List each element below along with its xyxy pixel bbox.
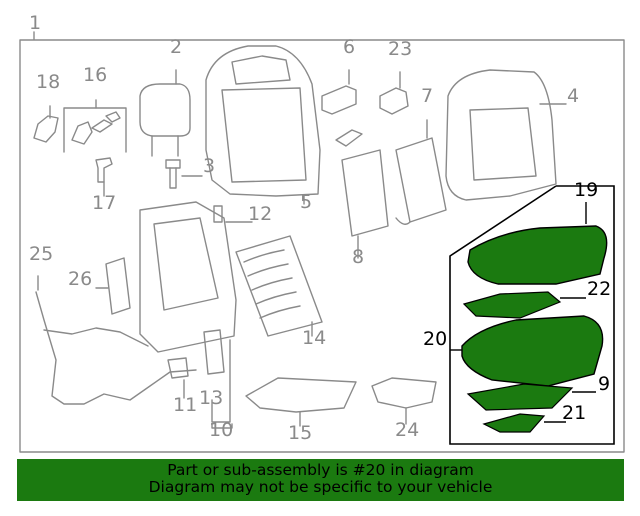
callout-9: 9 [598,373,611,395]
callout-24: 24 [395,419,420,441]
part-13-recliner [203,329,225,375]
part-14-spring [235,235,323,337]
highlight-box [449,185,615,445]
callout-4: 4 [567,85,580,107]
callout-19: 19 [574,179,599,201]
part-7-module [395,137,447,223]
part-20-pad [461,315,604,387]
part-3-guide [165,159,181,169]
callout-8: 8 [352,246,365,268]
callout-26: 26 [68,268,93,290]
callout-21: 21 [562,402,587,424]
callout-25: 25 [29,243,54,265]
part-22-mat [462,291,562,319]
part-18-trim [33,115,59,143]
part-19-cover [467,225,608,285]
seat-frame [139,201,237,353]
banner-line-2: Diagram may not be specific to your vehi… [148,478,493,496]
part-8-panel [341,149,389,237]
callout-12: 12 [248,203,273,225]
callout-13: 13 [199,387,224,409]
part-5-seatback-frame [205,45,321,197]
callout-20: 20 [423,328,448,350]
info-banner: Part or sub-assembly is #20 in diagram D… [17,459,624,501]
part-9-tray [466,383,574,411]
callout-14: 14 [302,327,327,349]
callout-2: 2 [170,36,183,58]
banner-line-1: Part or sub-assembly is #20 in diagram [167,461,474,479]
assembly-label: 1 [29,12,42,34]
part-25-harness [35,291,197,405]
callout-15: 15 [288,422,313,444]
part-26-pad [105,257,131,315]
callout-5: 5 [300,191,313,213]
callout-23: 23 [388,38,413,60]
part-17-clip [95,157,113,183]
part-6-pad [321,85,357,115]
assembly-frame [19,31,625,453]
part-11-bracket [167,357,189,379]
callout-11: 11 [173,394,198,416]
callout-22: 22 [587,278,612,300]
callout-10: 10 [209,419,234,441]
part-12-bolt [213,205,223,223]
part-16-bracket [63,107,127,153]
callout-3: 3 [203,155,216,177]
callout-6: 6 [343,36,356,58]
part-4-cover [445,69,557,201]
part-21-sensor [482,413,546,433]
callout-17: 17 [92,192,117,214]
part-24-pan [371,377,437,409]
callout-7: 7 [421,85,434,107]
callout-16: 16 [83,64,108,86]
part-23-motor [379,87,409,115]
part-15-track [245,377,357,413]
callout-18: 18 [36,71,61,93]
part-2-headrest [139,83,191,137]
